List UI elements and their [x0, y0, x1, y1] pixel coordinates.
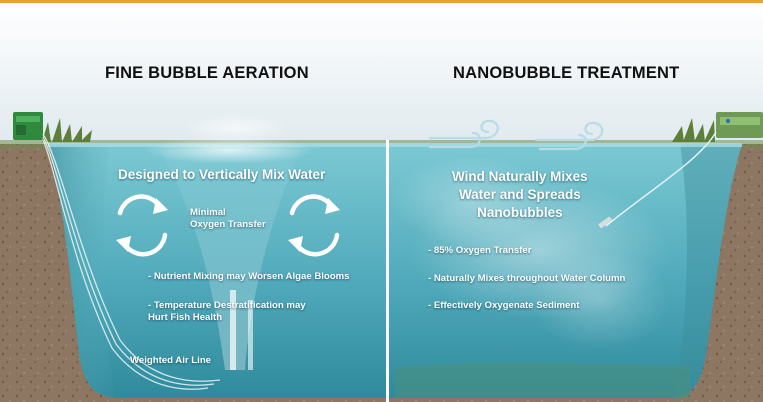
left-heading: FINE BUBBLE AERATION [105, 64, 309, 82]
grass-tuft-right [672, 118, 715, 142]
right-heading: NANOBUBBLE TREATMENT [453, 64, 680, 82]
nanobubble-cloud [390, 155, 670, 350]
water-surface [48, 143, 742, 147]
compressor-icon [13, 112, 43, 140]
wind-icon [428, 119, 604, 151]
panel-divider [386, 140, 389, 402]
nanobubble-generator-icon [716, 112, 763, 138]
right-bullet-3: - Effectively Oxygenate Sediment [428, 300, 580, 311]
right-bullet-2: - Naturally Mixes throughout Water Colum… [428, 273, 626, 284]
accent-bar [0, 0, 763, 3]
right-bullet-1: - 85% Oxygen Transfer [428, 245, 532, 256]
bubble-plume [145, 114, 315, 370]
left-bullet-2: - Temperature Destratification may Hurt … [148, 300, 306, 323]
right-subtitle: Wind Naturally Mixes Water and Spreads N… [452, 169, 588, 220]
left-subtitle: Designed to Vertically Mix Water [118, 167, 326, 182]
pond-wall-right [670, 144, 742, 398]
air-line-label: Weighted Air Line [130, 355, 212, 366]
weighted-air-line [42, 133, 221, 390]
sky-background [0, 3, 763, 148]
left-bullet-1: - Nutrient Mixing may Worsen Algae Bloom… [148, 271, 350, 282]
arrow-heads [116, 198, 340, 252]
sediment [395, 362, 690, 398]
oxygen-transfer-label: Minimal Oxygen Transfer [190, 207, 266, 230]
